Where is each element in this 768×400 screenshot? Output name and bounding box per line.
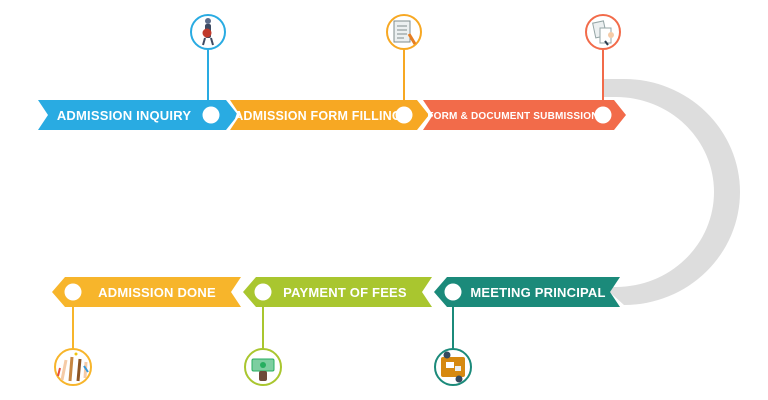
step-label: ADMISSION INQUIRY: [57, 108, 192, 123]
step-label: ADMISSION DONE: [98, 285, 216, 300]
step-node-dot: [395, 106, 413, 124]
step-node-dot: [64, 283, 82, 301]
meeting-table-icon: [441, 351, 465, 383]
step-admission-inquiry: ADMISSION INQUIRY: [38, 14, 238, 130]
step-admission-done: ADMISSION DONE: [52, 277, 241, 386]
step-admission-form-filling: ADMISSION FORM FILLING: [230, 14, 429, 130]
step-ribbon: [423, 100, 626, 130]
cash-hand-icon: [251, 358, 275, 381]
step-payment-of-fees: PAYMENT OF FEES: [243, 277, 432, 386]
celebration-hands-icon: [57, 352, 89, 382]
step-node-dot: [594, 106, 612, 124]
step-ribbon: [243, 277, 432, 307]
step-meeting-principal: MEETING PRINCIPAL: [434, 277, 620, 386]
step-label: FORM & DOCUMENT SUBMISSION: [427, 111, 598, 122]
step-form-document-submission: FORM & DOCUMENT SUBMISSION: [423, 14, 626, 130]
step-node-dot: [444, 283, 462, 301]
step-label: MEETING PRINCIPAL: [470, 285, 605, 300]
u-turn-connector: [604, 79, 740, 305]
step-ribbon: [52, 277, 241, 307]
step-label: ADMISSION FORM FILLING: [234, 109, 402, 123]
form-clipboard-icon: [393, 20, 417, 45]
step-ribbon: [434, 277, 620, 307]
document-handover-icon: [592, 20, 614, 46]
step-node-dot: [202, 106, 220, 124]
step-node-dot: [254, 283, 272, 301]
person-inquiry-icon: [202, 18, 214, 46]
step-ribbon: [230, 100, 429, 130]
step-label: PAYMENT OF FEES: [283, 285, 407, 300]
step-ribbon: [38, 100, 238, 130]
